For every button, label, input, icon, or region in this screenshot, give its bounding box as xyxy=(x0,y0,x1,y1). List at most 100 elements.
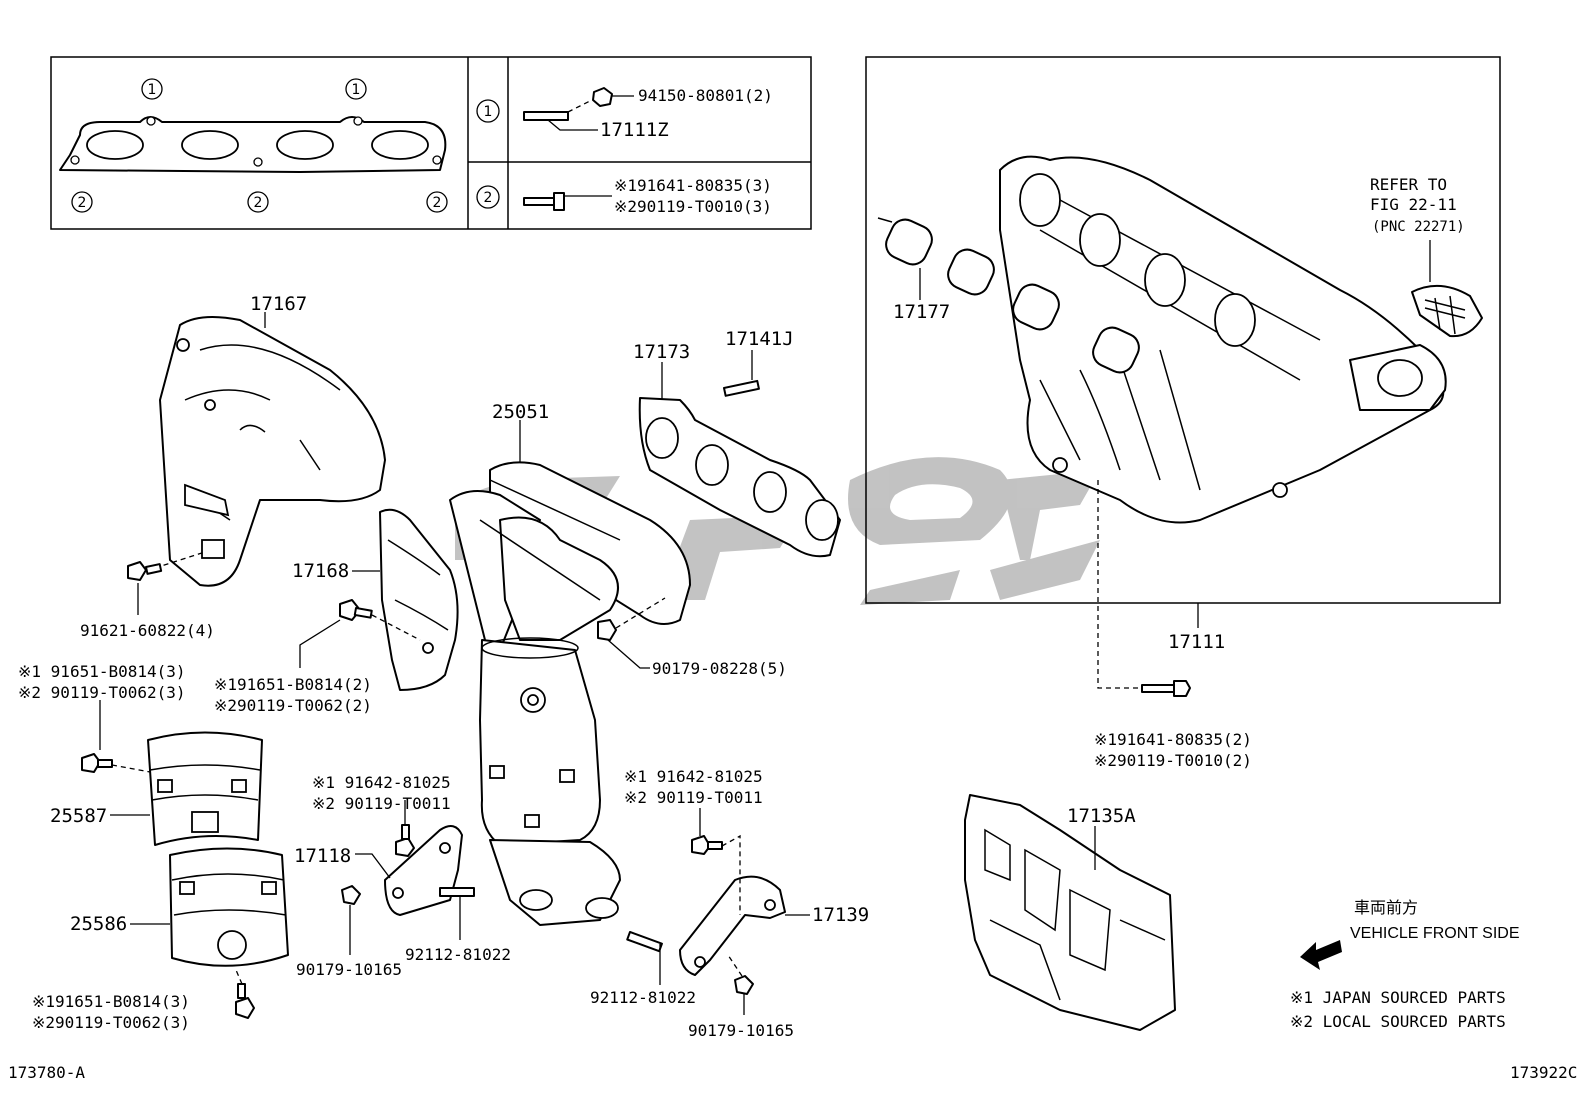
manifold-boss xyxy=(1272,482,1288,498)
exhaust-gasket-17173 xyxy=(638,397,841,558)
row-callout-2 xyxy=(476,185,500,209)
part-label-17118: 17118 xyxy=(294,845,351,867)
figure-code-left: 173780-A xyxy=(8,1063,85,1082)
callout-number: 2 xyxy=(484,190,493,206)
part-number-label: 94150-80801(2) xyxy=(638,86,773,105)
stud-icon xyxy=(626,931,663,953)
leader-dashed xyxy=(727,954,743,977)
nut-icon xyxy=(341,885,361,905)
part-number-label: ※1 91642-81025 xyxy=(312,773,451,792)
intake-frame xyxy=(865,56,1501,604)
part-label-17111: 17111 xyxy=(1168,631,1225,653)
figure-code-right: 173922C xyxy=(1510,1063,1577,1082)
insulator-ribs xyxy=(387,539,449,631)
part-label-17177: 17177 xyxy=(893,301,950,323)
callout-circle-2 xyxy=(426,191,448,213)
gasket-inset-box: 1 1 2 2 2 1 2 94150-80801(2) 17111Z ※191… xyxy=(50,56,812,230)
part-label-25051: 25051 xyxy=(492,401,549,423)
gasket-bolt-hole xyxy=(253,157,263,167)
intake-gasket-17177 xyxy=(877,217,1140,374)
part-number-label: ※2 90119-T0011 xyxy=(312,794,451,813)
bracket-hole xyxy=(439,842,451,854)
part-number-label: 90179-10165 xyxy=(688,1021,794,1040)
callout-circle-1 xyxy=(345,78,367,100)
part-number-label: ※2 90119-T0011 xyxy=(624,788,763,807)
part-label-25586: 25586 xyxy=(70,913,127,935)
bolt-head xyxy=(553,192,565,211)
nut-icon xyxy=(597,619,617,641)
leader-dashed xyxy=(615,597,666,629)
leader-line xyxy=(299,619,341,668)
bracket-hole xyxy=(392,887,404,899)
stud-icon xyxy=(523,111,569,121)
insulator-slot xyxy=(184,483,230,517)
bracket-hole xyxy=(694,956,706,968)
part-label-17139: 17139 xyxy=(812,904,869,926)
inset-frame xyxy=(50,56,812,230)
leader-line xyxy=(547,119,598,131)
part-number-label: ※191641-80835(3) xyxy=(614,176,772,195)
part-number-label: ※290119-T0010(2) xyxy=(1094,751,1252,770)
heat-insulator-17167 xyxy=(159,315,386,587)
heat-insulator-25587 xyxy=(147,731,263,846)
gasket-bolt-hole xyxy=(70,155,80,165)
insulator-ribs xyxy=(984,828,1166,1001)
part-label-17173: 17173 xyxy=(633,341,690,363)
part-number-label: 17111Z xyxy=(600,119,669,141)
gasket-fig22-icon xyxy=(1411,285,1483,338)
part-number-label: ※2 90119-T0062(3) xyxy=(18,683,186,702)
refer-note-line2: FIG 22-11 xyxy=(1370,195,1457,214)
part-number-label: 92112-81022 xyxy=(405,945,511,964)
leader-dashed xyxy=(235,969,243,985)
front-label-japanese: 車両前方 xyxy=(1354,899,1418,917)
manifold-port xyxy=(1144,253,1186,307)
heat-insulator-17168 xyxy=(379,508,459,691)
leader-dashed xyxy=(1097,480,1142,689)
bolt-icon xyxy=(145,563,163,575)
part-label-17135A: 17135A xyxy=(1067,805,1136,827)
stud-icon xyxy=(723,379,760,397)
bracket-17139 xyxy=(679,875,786,976)
manifold-port xyxy=(1019,173,1061,227)
bolt-head xyxy=(691,835,711,855)
part-number-label: 91621-60822(4) xyxy=(80,621,215,640)
part-number-label: ※191651-B0814(2) xyxy=(214,675,372,694)
refer-note-line1: REFER TO xyxy=(1370,175,1447,194)
nut-icon xyxy=(592,87,613,107)
bracket-hole xyxy=(764,899,776,911)
insulator-ribs xyxy=(184,344,341,521)
part-label-25587: 25587 xyxy=(50,805,107,827)
gasket-port xyxy=(695,444,729,486)
part-number-label: ※290119-T0062(3) xyxy=(32,1013,190,1032)
gasket-bolt-hole xyxy=(146,116,156,126)
front-label-english: VEHICLE FRONT SIDE xyxy=(1350,925,1520,942)
leader-dashed xyxy=(111,764,151,773)
bolt-head xyxy=(1173,680,1191,697)
stud-icon xyxy=(439,887,475,897)
manifold-port xyxy=(1214,293,1256,347)
part-label-17167: 17167 xyxy=(250,293,307,315)
manifold-boss xyxy=(1052,457,1068,473)
callout-number: 1 xyxy=(352,82,361,98)
gasket-port-1 xyxy=(86,130,144,160)
manifold-port xyxy=(1079,213,1121,267)
part-number-label: ※1 91642-81025 xyxy=(624,767,763,786)
mesh-pattern xyxy=(1424,295,1466,335)
gasket-port-4 xyxy=(371,130,429,160)
gasket-port xyxy=(805,499,839,541)
part-number-label: ※191641-80835(2) xyxy=(1094,730,1252,749)
nut-icon xyxy=(734,975,754,995)
refer-note-line3: (PNC 22271) xyxy=(1372,219,1465,235)
callout-number: 1 xyxy=(484,104,493,120)
bracket-17118 xyxy=(384,825,463,916)
part-number-label: 92112-81022 xyxy=(590,988,696,1007)
legend-japan-sourced: ※1 JAPAN SOURCED PARTS xyxy=(1290,988,1506,1007)
callout-number: 2 xyxy=(254,195,263,211)
callout-circle-2 xyxy=(71,191,93,213)
gasket-bolt-hole xyxy=(432,155,442,165)
leader-line xyxy=(607,639,650,669)
part-label-17141J: 17141J xyxy=(725,328,794,350)
intake-manifold-box: 17177 REFER TO FIG 22-11 (PNC 22271) xyxy=(865,56,1501,604)
part-number-label: ※1 91651-B0814(3) xyxy=(18,662,186,681)
leader-dashed xyxy=(567,99,593,113)
